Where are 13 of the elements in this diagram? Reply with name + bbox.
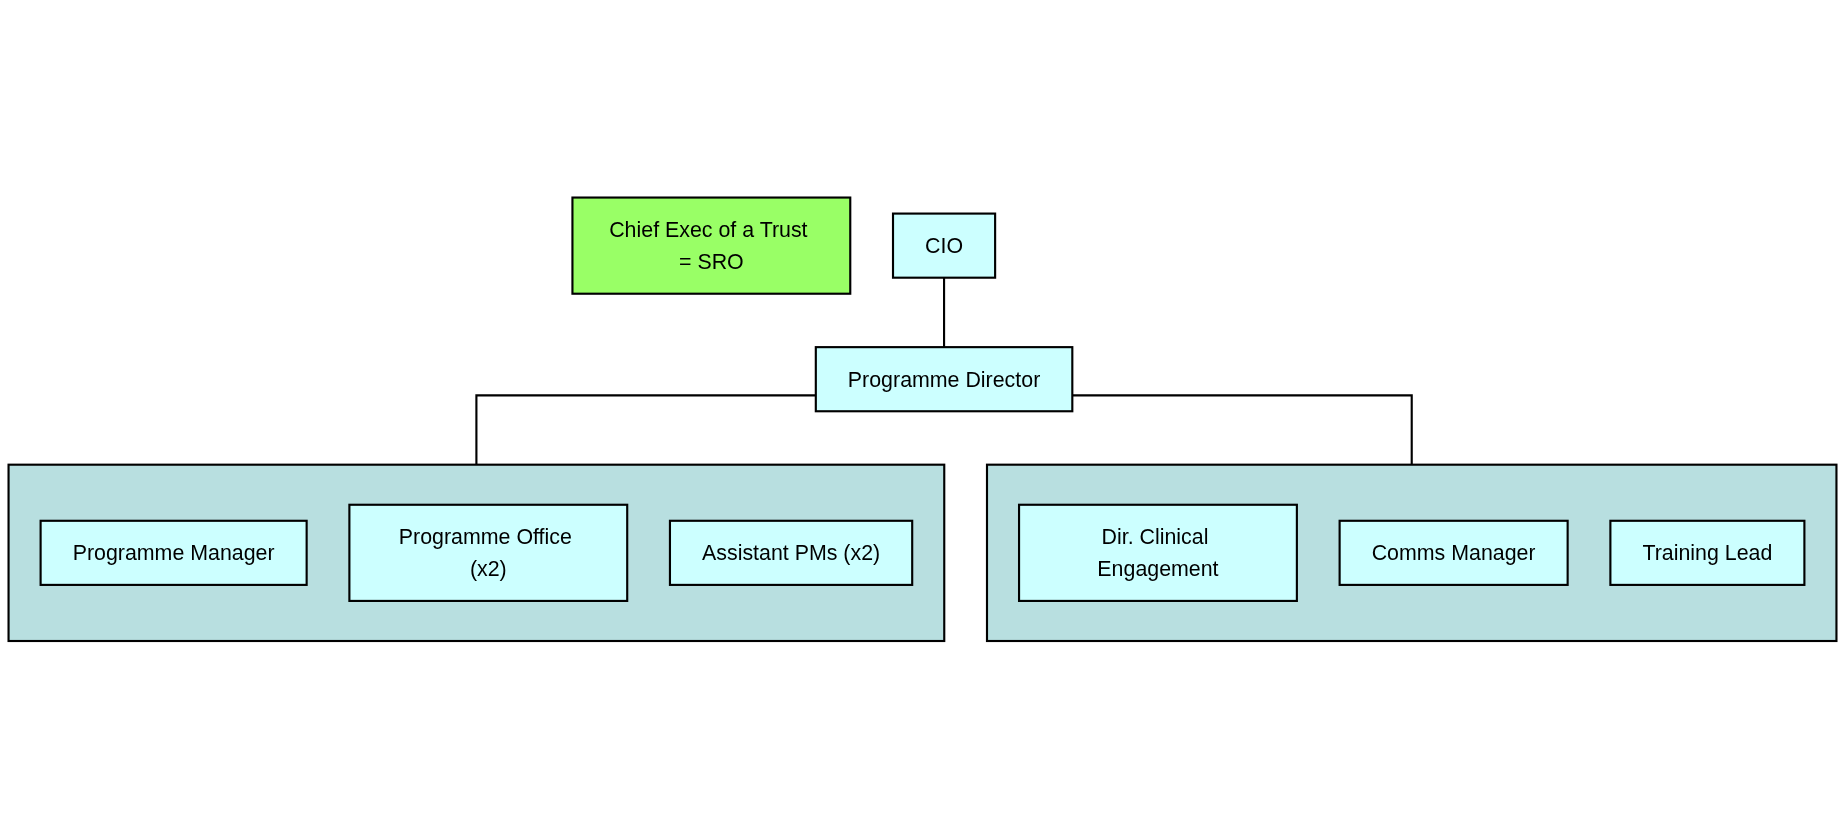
- node-box: Dir. Clinical Engagement: [1017, 503, 1298, 603]
- node-box: Programme Manager: [39, 519, 308, 587]
- node-box: Programme Office (x2): [348, 503, 629, 603]
- node-box: Chief Exec of a Trust = SRO: [571, 196, 852, 295]
- cluster: [985, 463, 1838, 643]
- node-box: Programme Director: [814, 346, 1074, 413]
- connector: [1072, 394, 1413, 465]
- node-box: Assistant PMs (x2): [668, 519, 914, 587]
- node-box: Training Lead: [1609, 519, 1806, 587]
- cluster: [7, 463, 946, 643]
- node-box: CIO: [891, 212, 997, 279]
- connector: [475, 394, 816, 465]
- node-box: Comms Manager: [1338, 519, 1569, 587]
